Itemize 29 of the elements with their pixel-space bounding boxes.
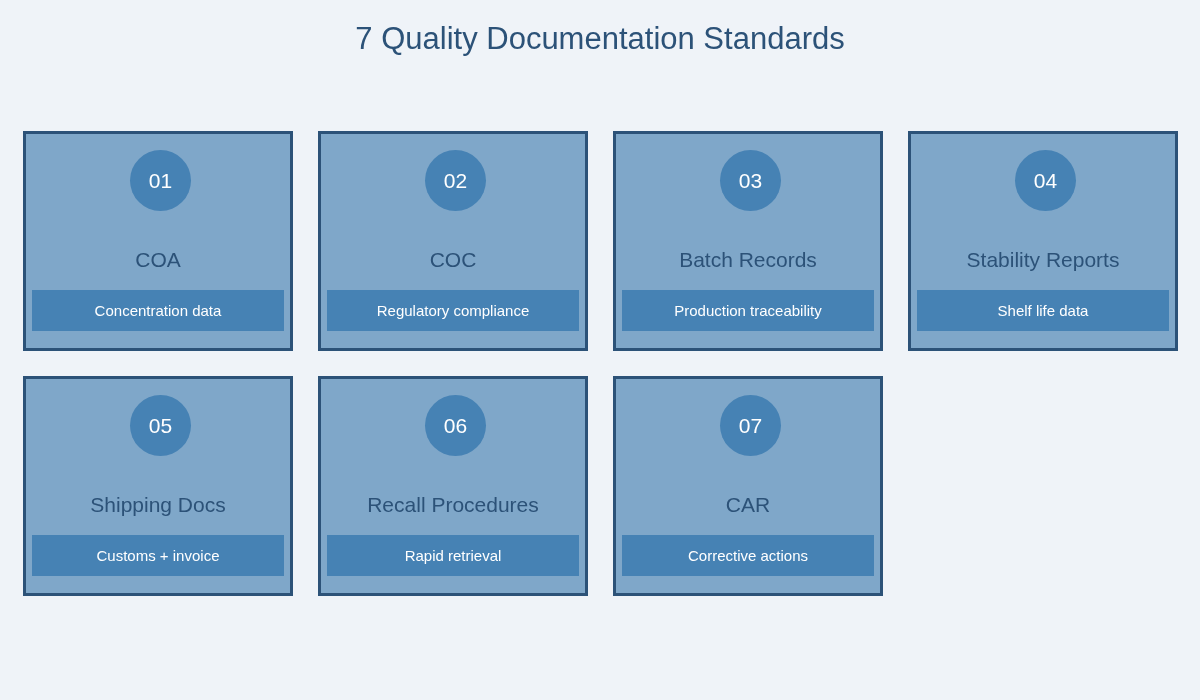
description-bar: Production traceability [622, 290, 874, 331]
document-card [613, 376, 883, 596]
number-badge: 01 [130, 150, 191, 211]
card-title: Batch Records [679, 248, 817, 272]
document-card [908, 131, 1178, 351]
description-bar: Rapid retrieval [327, 535, 579, 576]
number-badge: 05 [130, 395, 191, 456]
description-bar: Corrective actions [622, 535, 874, 576]
card-title: CAR [725, 493, 771, 517]
description-bar: Customs + invoice [32, 535, 284, 576]
card-title: Stability Reports [966, 248, 1120, 272]
description-bar: Concentration data [32, 290, 284, 331]
description-bar: Shelf life data [917, 290, 1169, 331]
number-badge: 02 [425, 150, 486, 211]
page-title: 7 Quality Documentation Standards [355, 20, 845, 58]
card-title: COC [429, 248, 477, 272]
document-card [318, 376, 588, 596]
number-badge: 06 [425, 395, 486, 456]
number-badge: 04 [1015, 150, 1076, 211]
card-title: Recall Procedures [367, 493, 539, 517]
document-card [23, 131, 293, 351]
document-card [318, 131, 588, 351]
number-badge: 03 [720, 150, 781, 211]
description-bar: Regulatory compliance [327, 290, 579, 331]
document-card [613, 131, 883, 351]
card-title: Shipping Docs [90, 493, 226, 517]
document-card [23, 376, 293, 596]
card-title: COA [135, 248, 181, 272]
number-badge: 07 [720, 395, 781, 456]
